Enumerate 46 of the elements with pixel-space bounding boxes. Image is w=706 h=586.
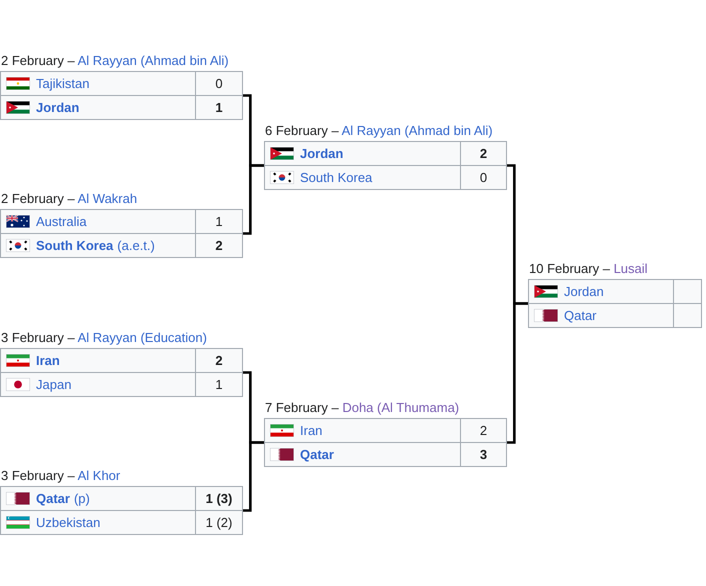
venue-link: Al Wakrah: [78, 191, 138, 206]
team-link: Tajikistan: [36, 76, 90, 92]
team-row: [265, 165, 506, 189]
team-row: [529, 303, 701, 327]
result-note: (a.e.t.): [117, 238, 155, 254]
team-link: South Korea: [36, 238, 114, 254]
team-link: Qatar: [36, 490, 70, 506]
team-link: Iran: [36, 352, 60, 368]
team-link: Qatar: [300, 446, 334, 462]
bracket-line: [243, 441, 264, 512]
team-row: [1, 233, 242, 257]
team-link: South Korea: [300, 170, 372, 186]
result-note: (p): [74, 490, 90, 506]
team-link: Jordan: [564, 284, 604, 300]
team-row: [265, 442, 506, 466]
match-date-venue: 2 February – Al Rayyan (Ahmad bin Ali): [1, 53, 229, 69]
score: 3: [460, 443, 506, 466]
venue-link: Al Rayyan (Ahmad bin Ali): [78, 53, 229, 68]
team-row: [1, 95, 242, 119]
team-row: [1, 372, 242, 396]
venue-link: Lusail: [614, 261, 648, 276]
bracket-line: [507, 302, 528, 444]
score: 1: [195, 373, 242, 396]
match-date-venue: 10 February – Lusail: [529, 261, 648, 277]
match-date-venue: 3 February – Al Khor: [1, 468, 120, 484]
team-link: Japan: [36, 376, 72, 392]
venue-link: Doha (Al Thumama): [342, 400, 460, 415]
team-link: Uzbekistan: [36, 514, 100, 530]
venue-link: Al Khor: [78, 468, 120, 483]
match-date-venue: 6 February – Al Rayyan (Ahmad bin Ali): [265, 123, 493, 139]
team-row: [1, 510, 242, 534]
venue-link: Al Rayyan (Education): [78, 330, 207, 345]
score: 1: [195, 96, 242, 119]
score: 1 (2): [195, 511, 242, 534]
match-date-venue: 2 February – Al Wakrah: [1, 191, 138, 207]
bracket-line: [243, 164, 264, 235]
match-date-venue: 7 February – Doha (Al Thumama): [265, 400, 460, 416]
score: 0: [460, 166, 506, 189]
venue-link: Al Rayyan (Ahmad bin Ali): [342, 123, 493, 138]
match-date-venue: 3 February – Al Rayyan (Education): [1, 330, 207, 346]
team-link: Jordan: [300, 146, 344, 162]
team-link: Jordan: [36, 100, 80, 116]
team-link: Qatar: [564, 308, 597, 324]
score: 2: [195, 234, 242, 257]
team-link: Iran: [300, 422, 322, 438]
team-link: Australia: [36, 214, 87, 230]
